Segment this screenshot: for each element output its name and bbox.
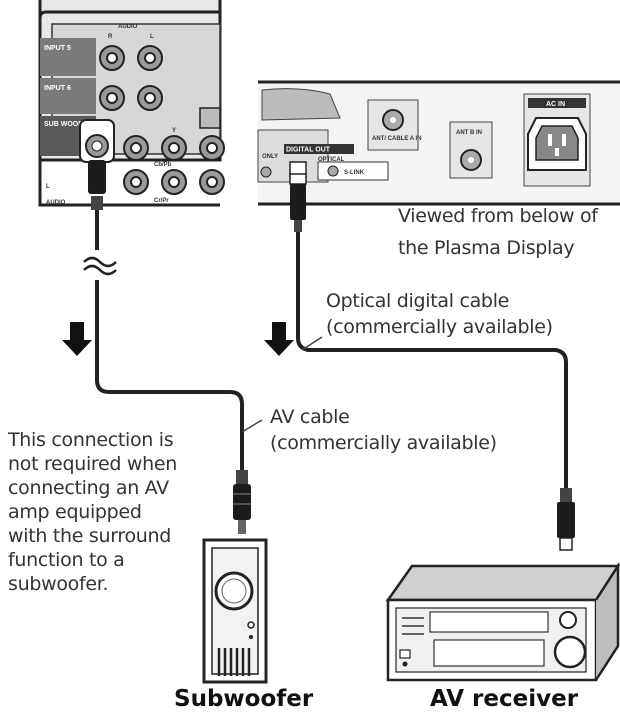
down-arrow-right-icon	[264, 322, 294, 356]
viewed-from-note-line1: Viewed from below of	[398, 205, 598, 227]
av-cable-label-line1: AV cable	[270, 406, 350, 428]
subwoofer-port-label: SUB WOOFER	[44, 121, 92, 128]
subwoofer-output-port	[79, 119, 115, 163]
input6-label-block	[40, 78, 96, 114]
audio-header-label: AUDIO	[118, 24, 138, 30]
audio-l-label: L	[46, 184, 50, 190]
input5-label-block	[40, 38, 96, 76]
subwoofer-device	[202, 538, 268, 684]
l-channel-label: L	[150, 34, 154, 40]
audio-small-label: AUDIO	[46, 200, 66, 206]
cbpb-label: Cb/Pb	[154, 162, 172, 168]
note-line: with the surround	[8, 525, 172, 547]
input5-label: INPUT 5	[44, 45, 71, 52]
digital-out-label: DIGITAL OUT	[286, 147, 331, 154]
ant-cable-label: ANT/ CABLE A IN	[372, 136, 422, 142]
y-label: Y	[172, 128, 176, 134]
r-channel-label: R	[108, 34, 113, 40]
crpr-label: Cr/Pr	[154, 198, 169, 204]
subwoofer-caption: Subwoofer	[174, 686, 314, 712]
connection-note: This connection is not required when con…	[8, 428, 177, 596]
av-leader-line	[241, 419, 263, 433]
note-line: function to a	[8, 549, 125, 571]
viewed-from-note-line2: the Plasma Display	[398, 237, 575, 259]
note-line: This connection is	[8, 429, 174, 451]
only-label: ONLY	[262, 154, 278, 160]
down-arrow-left-icon	[62, 322, 92, 356]
rca-jacks	[99, 45, 225, 195]
av-receiver-device	[385, 561, 620, 682]
av-cable-label-line2: (commercially available)	[270, 432, 497, 454]
av-cable	[83, 160, 251, 534]
note-line: subwoofer.	[8, 573, 109, 595]
note-line: amp equipped	[8, 501, 142, 523]
optical-label: OPTICAL	[318, 157, 345, 163]
ant-b-label: ANT B IN	[456, 130, 482, 136]
slink-label: S-LINK	[344, 170, 365, 176]
note-line: not required when	[8, 453, 178, 475]
optical-cable-label-line1: Optical digital cable	[326, 290, 510, 312]
optical-leader-line	[301, 336, 323, 351]
input6-label: INPUT 6	[44, 85, 71, 92]
optical-digital-cable	[289, 173, 575, 551]
optical-cable-label-line2: (commercially available)	[326, 316, 553, 338]
ac-in-label: AC IN	[546, 101, 565, 108]
plasma-display-panel: DIGITAL OUT ONLY OPTICAL S-LINK ANT/ CAB…	[257, 80, 620, 206]
note-line: connecting an AV	[8, 477, 169, 499]
left-input-panel: INPUT 5 INPUT 6 SUB WOOFER AUDIO R L Cb/…	[38, 0, 225, 207]
av-receiver-caption: AV receiver	[430, 686, 579, 712]
